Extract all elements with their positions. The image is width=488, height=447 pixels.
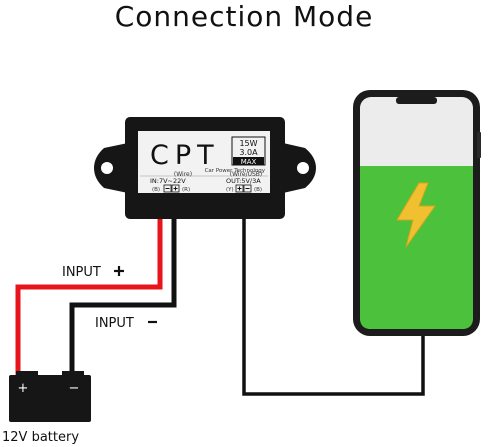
positive-wire xyxy=(15,218,163,382)
battery-minus: − xyxy=(69,381,80,396)
phone-notch xyxy=(396,97,437,104)
converter-subtitle: Car Power Technology xyxy=(205,168,266,174)
input-positive-text: INPUT xyxy=(62,265,101,280)
battery-label: 12V battery xyxy=(2,430,79,445)
plus-sign-icon xyxy=(114,266,124,276)
rating-watts: 15W xyxy=(239,139,257,148)
rating-max-bg xyxy=(233,157,264,165)
battery-plus: + xyxy=(18,381,29,396)
input-negative-text: INPUT xyxy=(95,316,134,331)
input-negative-label: INPUT xyxy=(95,316,157,331)
rating-amps: 3.0A xyxy=(239,148,258,157)
output-b-tag: (B) xyxy=(254,187,262,193)
dc-converter: CPT 15W 3.0A MAX Car Power Technology (W… xyxy=(94,117,316,219)
diagram-title: Connection Mode xyxy=(114,0,374,33)
negative-wire xyxy=(69,218,177,382)
input-tag: (Wire) xyxy=(174,171,192,178)
wires xyxy=(15,218,425,396)
phone-screen-charge xyxy=(360,166,473,329)
input-r-tag: (R) xyxy=(182,187,190,193)
lightning-bolt-icon xyxy=(396,182,436,248)
output-wire xyxy=(242,218,425,396)
input-b-tag: (B) xyxy=(152,187,160,193)
input-spec: IN:7V~22V xyxy=(150,177,186,185)
input-positive-label: INPUT xyxy=(62,265,124,280)
smartphone xyxy=(353,90,481,336)
output-tag: (Wire/USB) xyxy=(230,171,263,178)
rating-max: MAX xyxy=(241,158,257,166)
output-y-tag: (Y) xyxy=(226,187,234,193)
output-spec: OUT:5V/3A xyxy=(226,177,261,185)
battery-icon: + − xyxy=(9,371,91,422)
converter-brand: CPT xyxy=(150,140,220,171)
